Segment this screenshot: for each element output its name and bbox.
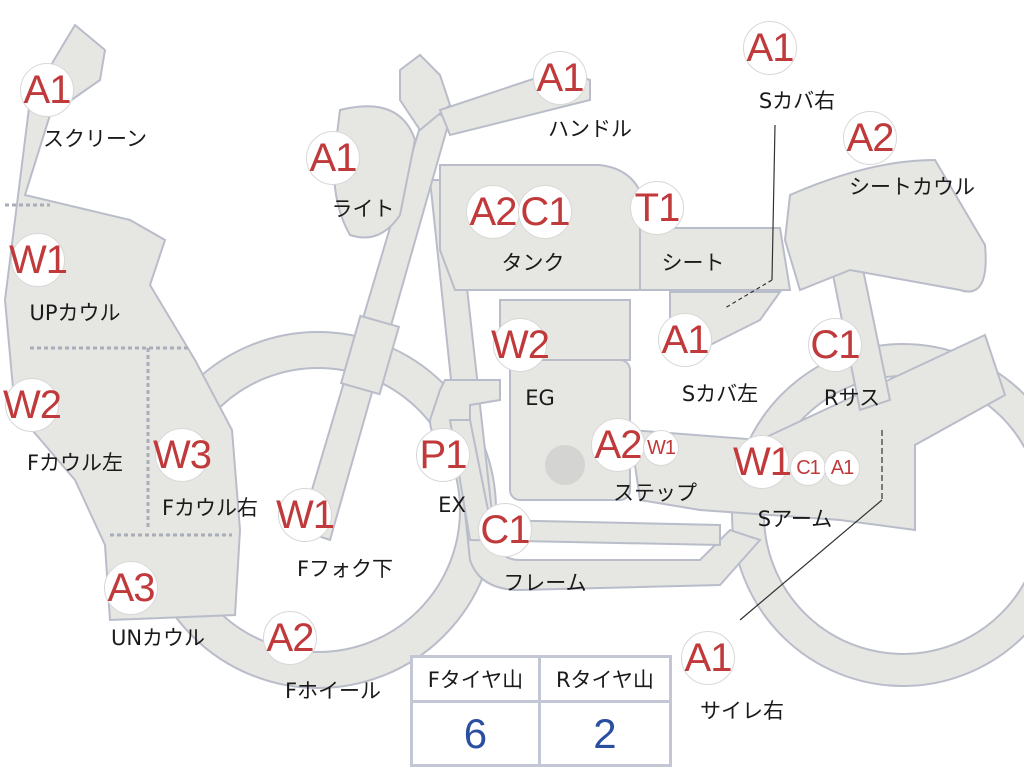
- rear-tire-value: 2: [537, 700, 673, 767]
- part-label-front-cowl-right: Fカウル右: [161, 496, 259, 520]
- part-label-rear-suspension: Rサス: [823, 386, 881, 410]
- part-label-frame: フレーム: [503, 571, 587, 595]
- damage-code-light: A1: [306, 131, 360, 185]
- front-tire-value: 6: [410, 700, 541, 767]
- part-label-seat: シート: [661, 251, 725, 275]
- part-label-tank: タンク: [501, 251, 565, 275]
- damage-code-step-2: W1: [643, 430, 679, 466]
- damage-code-seat: T1: [630, 181, 684, 235]
- front-tire-header: Fタイヤ山: [410, 655, 541, 703]
- part-label-front-cowl-left: Fカウル左: [26, 451, 124, 475]
- damage-code-front-wheel: A2: [263, 611, 317, 665]
- part-label-silencer-right: サイレ右: [700, 699, 784, 723]
- damage-code-under-cowl: A3: [104, 561, 158, 615]
- damage-code-tank-2: C1: [518, 185, 572, 239]
- part-label-screen: スクリーン: [43, 127, 147, 151]
- part-label-handle: ハンドル: [548, 117, 632, 141]
- damage-code-silencer-right: A1: [681, 631, 735, 685]
- damage-code-front-fork-lower: W1: [276, 488, 335, 542]
- damage-code-front-cowl-right: W3: [153, 428, 212, 482]
- part-label-light: ライト: [331, 197, 395, 221]
- part-label-engine: EG: [525, 386, 555, 410]
- damage-code-exhaust: P1: [416, 428, 470, 482]
- damage-code-rear-suspension: C1: [808, 318, 862, 372]
- damage-code-upper-cowl: W1: [9, 233, 68, 287]
- damage-code-swing-arm-2: C1: [790, 450, 826, 486]
- part-label-front-wheel: Fホイール: [284, 679, 382, 703]
- exhaust: [448, 419, 721, 547]
- damage-code-swing-arm-1: W1: [733, 435, 792, 489]
- damage-code-tank-1: A2: [466, 185, 520, 239]
- rear-tire-header: Rタイヤ山: [537, 655, 673, 703]
- damage-code-step-1: A2: [591, 418, 645, 472]
- seat: [639, 227, 792, 291]
- part-label-front-fork-lower: Fフォク下: [296, 557, 394, 581]
- damage-code-side-cover-left: A1: [658, 313, 712, 367]
- handlebar: [399, 53, 452, 132]
- seat-cowl: [783, 158, 987, 293]
- part-label-exhaust: EX: [438, 493, 466, 517]
- part-label-upper-cowl: UPカウル: [29, 301, 121, 325]
- damage-code-front-cowl-left: W2: [3, 378, 62, 432]
- engine: [499, 299, 631, 361]
- part-label-seat-cowl: シートカウル: [849, 175, 975, 199]
- damage-code-handle: A1: [533, 51, 587, 105]
- damage-code-frame: C1: [478, 503, 532, 557]
- part-label-swing-arm: Sアーム: [757, 507, 833, 531]
- tire-tread-table: Fタイヤ山 Rタイヤ山 6 2: [410, 655, 673, 767]
- part-label-side-cover-right: Sカバ右: [758, 89, 836, 113]
- part-label-step: ステップ: [613, 481, 697, 505]
- damage-code-side-cover-right: A1: [743, 21, 797, 75]
- damage-code-swing-arm-3: A1: [824, 450, 860, 486]
- part-label-side-cover-left: Sカバ左: [681, 382, 759, 406]
- damage-code-engine: W2: [491, 318, 550, 372]
- part-label-under-cowl: UNカウル: [110, 626, 206, 650]
- damage-code-seat-cowl: A2: [843, 111, 897, 165]
- damage-code-screen: A1: [20, 63, 74, 117]
